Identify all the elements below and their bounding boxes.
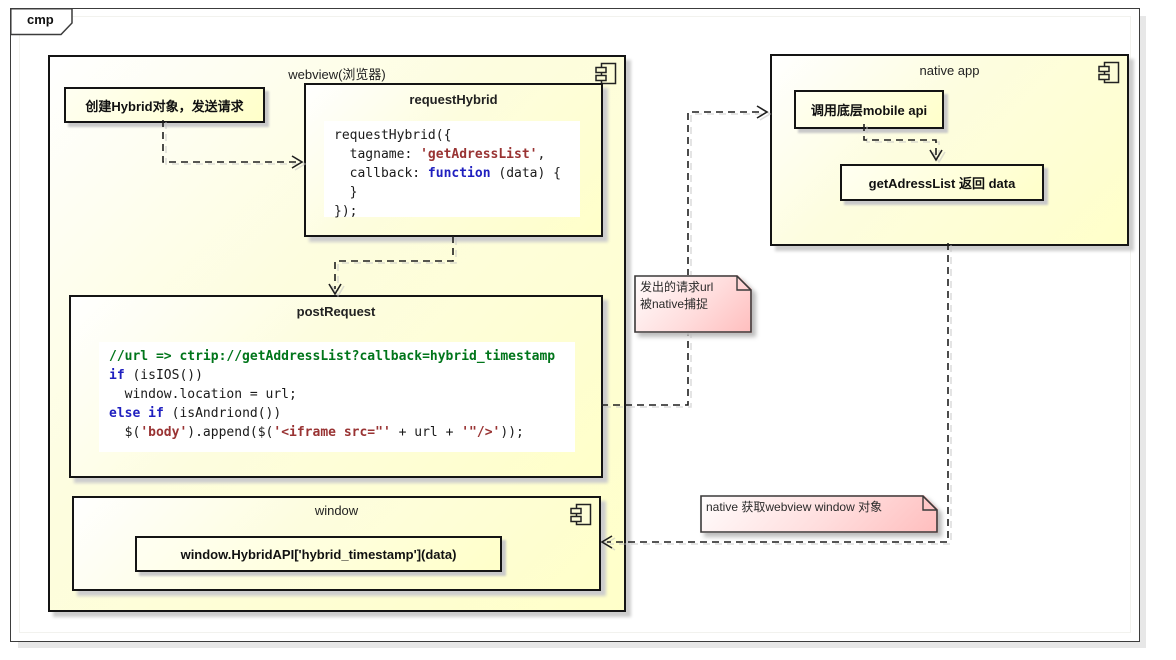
note-background [700,495,938,533]
note-outline [700,495,938,533]
hybrid-api-box: window.HybridAPI['hybrid_timestamp'](dat… [135,536,502,572]
get-adress-list-label: getAdressList 返回 data [868,176,1016,191]
request-hybrid-component: requestHybrid requestHybrid({ tagname: '… [304,83,603,237]
component-icon [595,62,617,85]
create-hybrid-box: 创建Hybrid对象，发送请求 [64,87,265,123]
note-outline [634,275,752,333]
request-hybrid-title: requestHybrid [409,92,498,107]
webview-component: webview(浏览器) 创建Hybrid对象，发送请求 requestHybr… [48,55,626,612]
create-hybrid-label: 创建Hybrid对象，发送请求 [85,98,244,114]
get-adress-list-box: getAdressList 返回 data [840,164,1044,201]
component-icon [570,503,592,526]
frame-inner-outline [19,16,1131,633]
native-app-component: native app 调用底层mobile api getAdressList … [770,54,1129,246]
frame-tab: cmp [10,8,76,36]
call-mobile-api-label: 调用底层mobile api [810,103,928,118]
note-native-window-text: native 获取webview window 对象 [706,500,883,514]
webview-title: webview(浏览器) [288,67,386,82]
request-hybrid-code: requestHybrid({ tagname: 'getAdressList'… [324,121,580,219]
component-icon [1098,61,1120,84]
note-background [634,275,752,333]
native-app-title: native app [919,63,980,78]
post-request-title: postRequest [296,304,376,319]
frame-tab-label: cmp [27,12,54,27]
window-component: window window.HybridAPI['hybrid_timestam… [72,496,601,591]
note-native-window: native 获取webview window 对象 [700,495,938,533]
window-title: window [314,503,359,518]
hybrid-api-label: window.HybridAPI['hybrid_timestamp'](dat… [180,546,457,562]
post-request-code: //url => ctrip://getAddressList?callback… [99,342,575,452]
frame-tab-shape [10,8,73,36]
call-mobile-api-box: 调用底层mobile api [794,90,944,129]
post-request-component: postRequest //url => ctrip://getAddressL… [69,295,603,478]
